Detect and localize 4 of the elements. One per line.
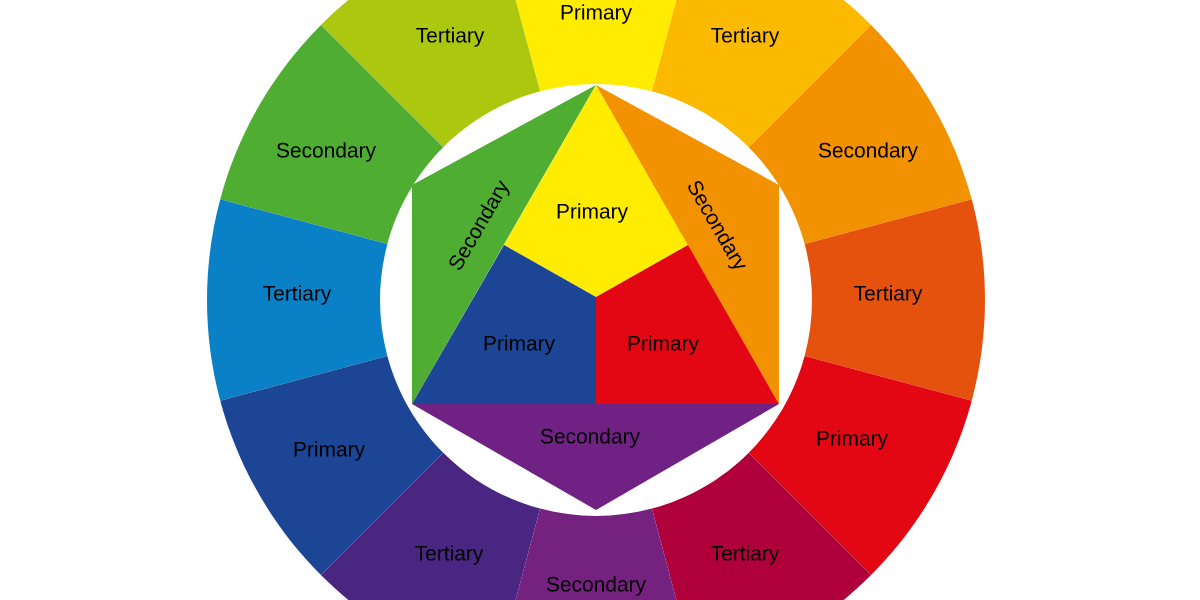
color-triangle: Secondary <box>412 404 779 510</box>
color-segment: Tertiary <box>207 199 388 401</box>
color-segment: Tertiary <box>651 452 872 600</box>
color-segment: Tertiary <box>804 199 985 401</box>
